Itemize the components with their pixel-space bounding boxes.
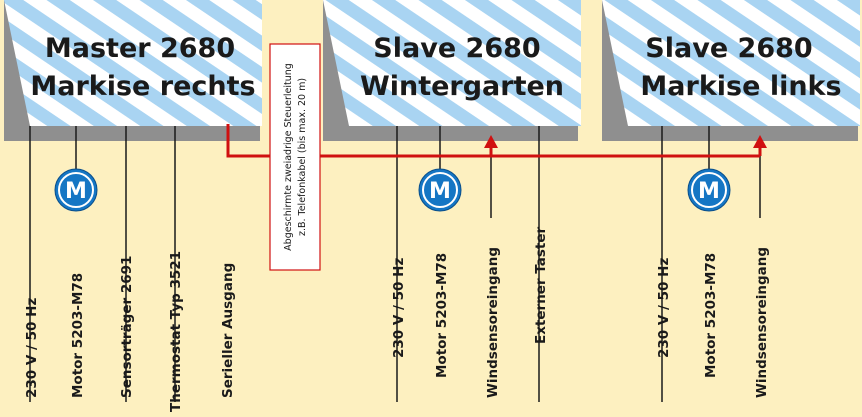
motor-icon-letter: M [698,179,720,204]
motor-icon [54,168,98,212]
motor-icon-letter: M [65,179,87,204]
motor-icon-ring [422,172,458,208]
label-master-sensor: Sensorträger 2691 [119,256,135,398]
unit-links-title-line2: Markise links [640,71,841,102]
cable-line [226,124,760,158]
label-wintergarten-button: Externer Taster [533,226,549,344]
unit-slave-markise-links: Slave 2680 Markise links M 230 V / 50 Hz… [602,0,860,402]
label-master-power: 230 V / 50 Hz [24,298,40,398]
label-links-power: 230 V / 50 Hz [656,258,672,358]
label-master-serial: Serieller Ausgang [220,263,236,398]
label-master-motor: Motor 5203-M78 [70,273,86,398]
cable-label-line1: Abgeschirmte zweiadrige Steuerleitung [283,63,294,251]
label-master-thermostat: Thermostat Typ 3521 [168,251,184,412]
label-wintergarten-windsensor: Windsensoreingang [485,247,501,398]
unit-master: Master 2680 Markise rechts M 230 V / 50 … [4,0,262,412]
control-cable: Abgeschirmte zweiadrige Steuerleitung z.… [226,43,767,271]
cable-label-line2: z.B. Telefonkabel (bis max. 20 m) [297,78,308,236]
motor-icon-letter: M [429,179,451,204]
label-wintergarten-power: 230 V / 50 Hz [391,258,407,358]
arrow-up-icon [753,135,767,148]
unit-wintergarten-awning [323,0,581,126]
unit-links-title-line1: Slave 2680 [645,33,812,64]
cable-label-box [269,43,321,271]
unit-master-title-line1: Master 2680 [45,33,235,64]
unit-slave-wintergarten: Slave 2680 Wintergarten M 230 V / 50 Hz … [323,0,581,402]
unit-wintergarten-title-line2: Wintergarten [360,71,564,102]
unit-links-awning [602,0,860,126]
motor-icon [687,168,731,212]
motor-icon-ring [691,172,727,208]
unit-master-title-line2: Markise rechts [30,71,255,102]
motor-icon [418,168,462,212]
label-wintergarten-motor: Motor 5203-M78 [434,253,450,378]
motor-icon-ring [58,172,94,208]
unit-wintergarten-title-line1: Slave 2680 [373,33,540,64]
label-links-windsensor: Windsensoreingang [754,247,770,398]
arrow-up-icon [484,135,498,148]
unit-master-awning [4,0,262,126]
label-links-motor: Motor 5203-M78 [703,253,719,378]
